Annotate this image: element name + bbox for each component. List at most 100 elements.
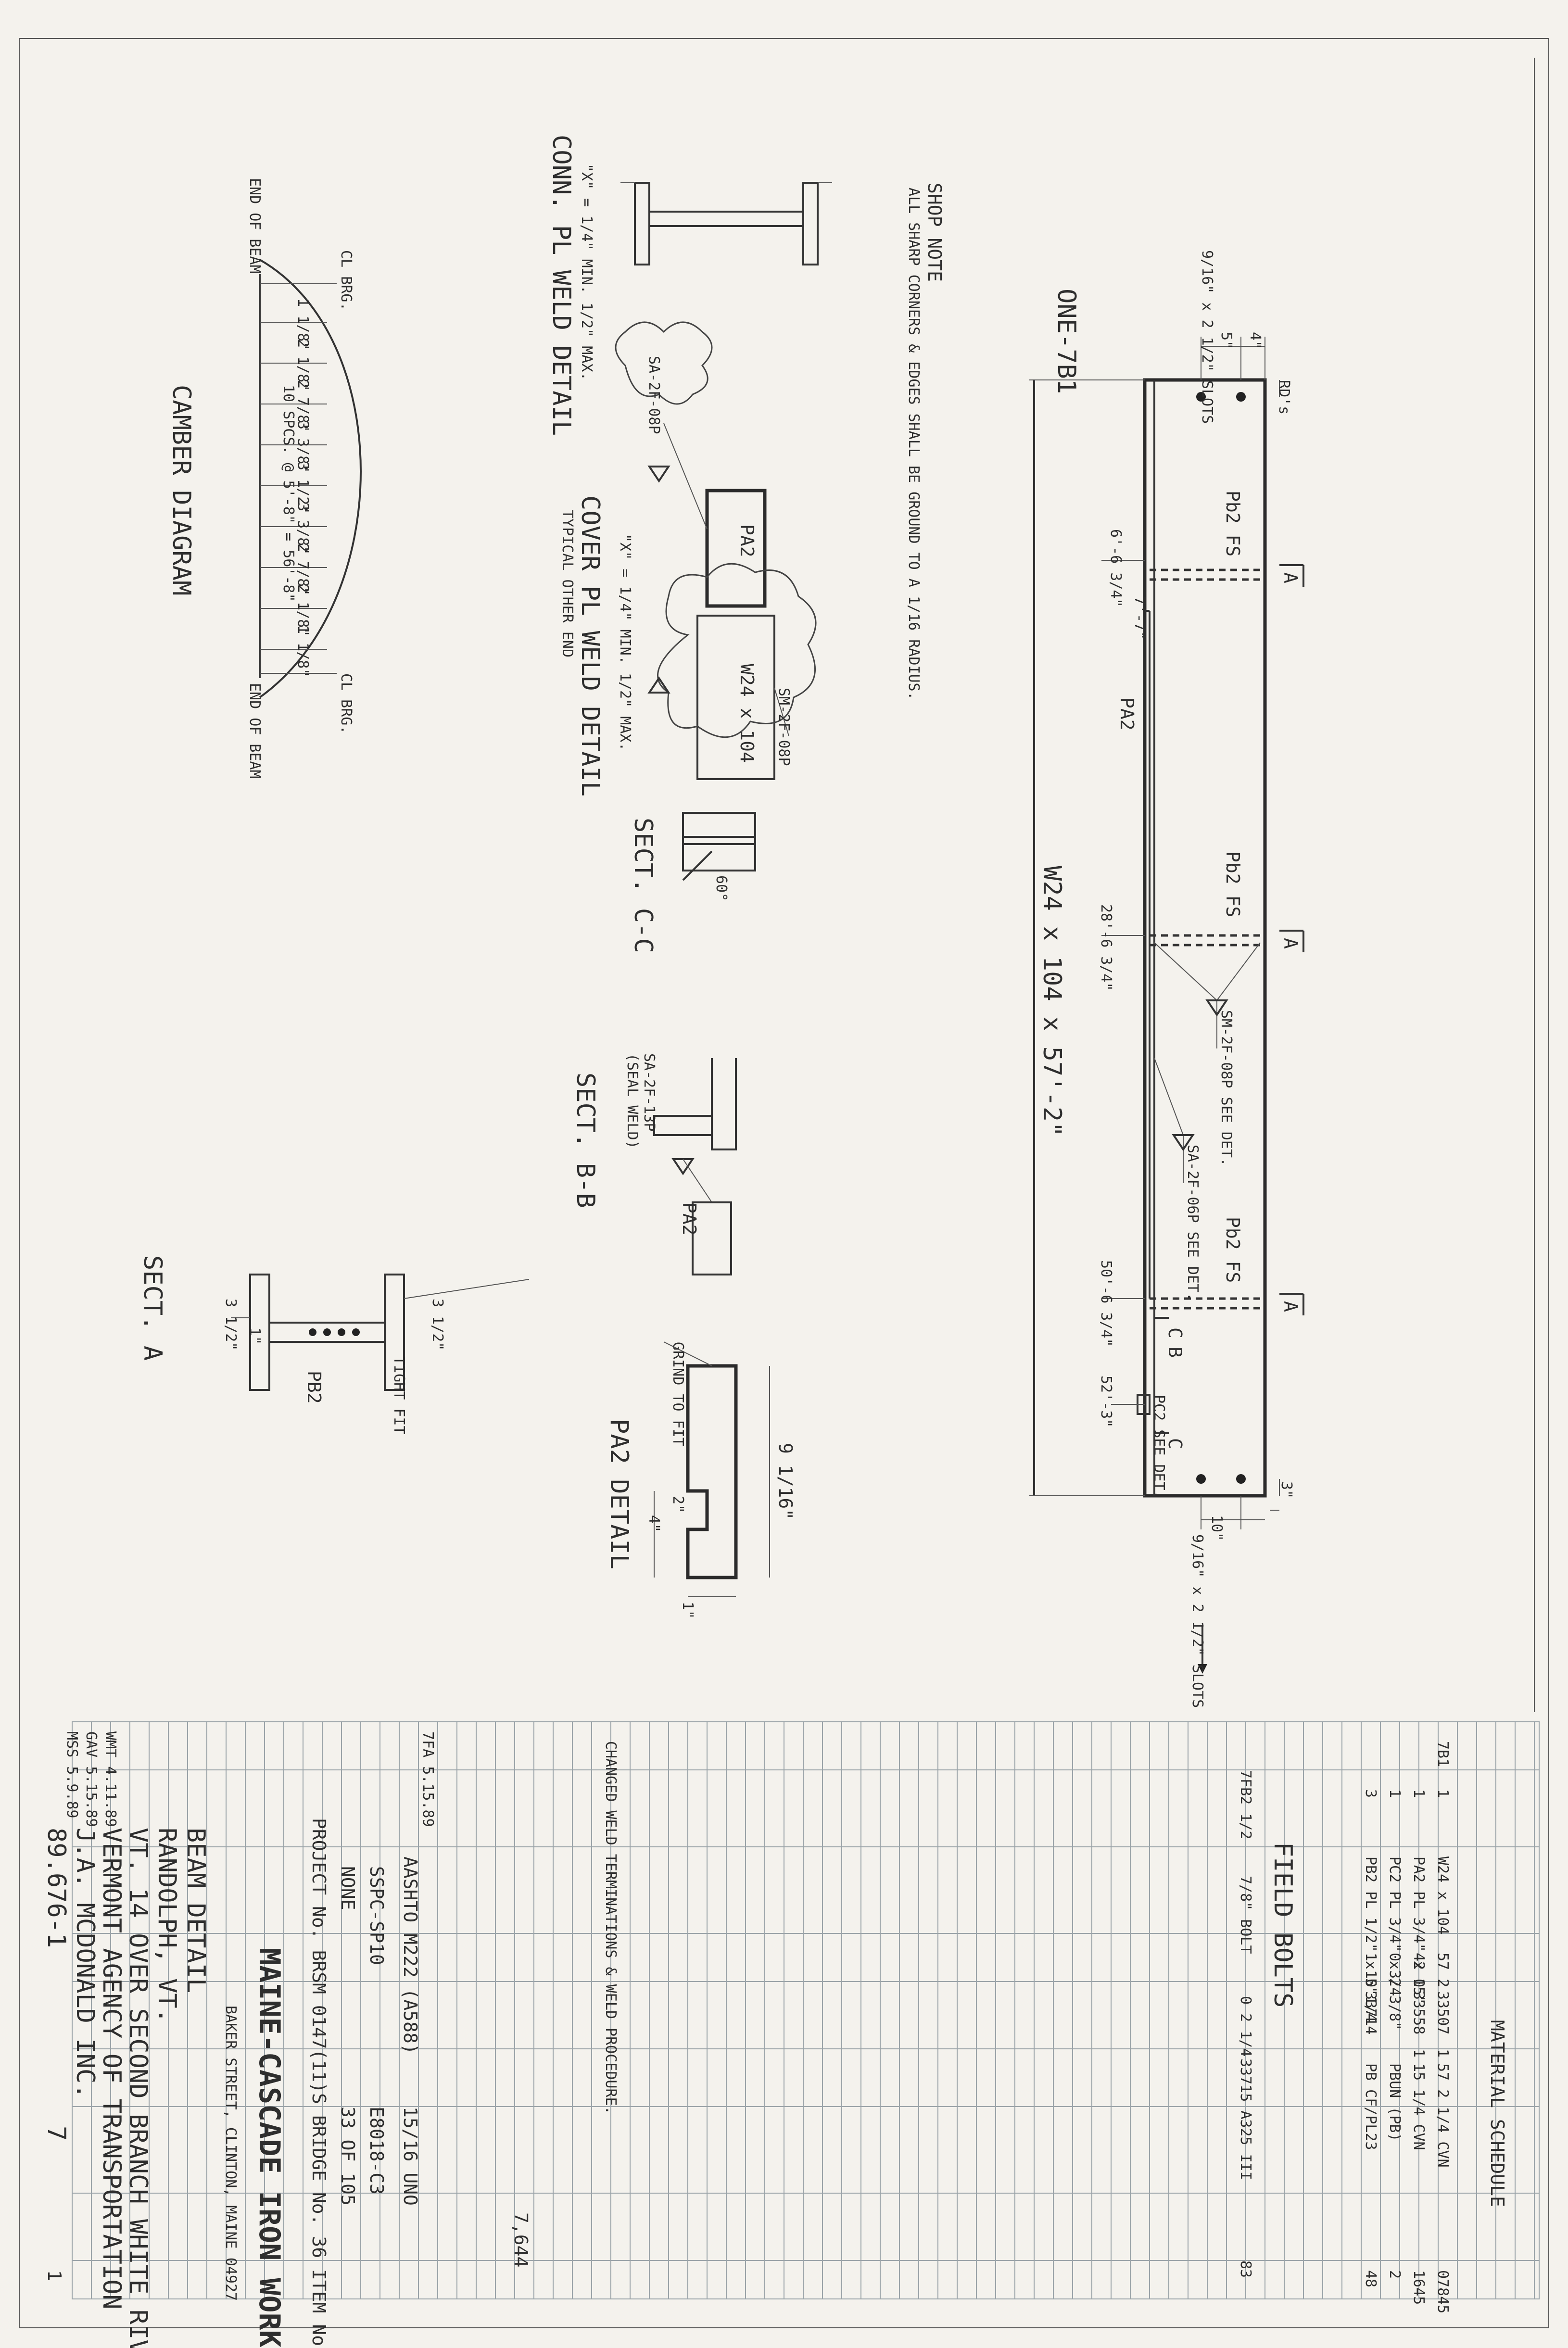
section-mark-c1: C [1164,1327,1186,1338]
camber-value: 3 3/8" [294,503,311,555]
material-note: 2 [1386,2270,1403,2279]
camber-value: 2 7/8" [294,380,311,432]
section-cc [682,812,756,881]
section-mark-a1: A [1280,572,1301,583]
pa2-label: PA2 [1116,697,1138,731]
bolt-note: 83 [1237,2260,1254,2278]
sect-a-d3: 3 1/2" [429,1299,446,1351]
cover-weld-detail [615,321,817,780]
camber-value: 2 1/8" [294,339,311,391]
conn-weld-title: CONN. PL WELD DETAIL [547,135,576,436]
material-pcs: 1 [1410,2049,1427,2058]
revision-note: CHANGED WELD TERMINATIONS & WELD PROCEDU… [602,1741,619,2115]
dim-3: 3" [1278,1481,1295,1499]
pb2-fs-2: Pb2 FS [1222,851,1243,917]
designer-name: VERMONT AGENCY OF TRANSPORTATION [97,1828,126,2310]
pa2-four: 4" [645,1515,662,1532]
material-len: 0 3/4 [1386,1953,1403,1996]
material-spec: AASHTO M222 (A588) [400,1856,421,2055]
sect-a-pb2: PB2 [303,1371,325,1404]
company-name: MAINE-CASCADE IRON WORKS [253,1948,286,2348]
camber-title: CAMBER DIAGRAM [167,385,196,595]
camber-end-bottom: END OF BEAM [246,683,263,779]
camber-value: 1 1/8" [294,298,311,350]
camber-value: 3 3/8" [294,421,311,473]
material-heat: 33714 [1362,1991,1379,2034]
cover-weld-sm: SM-2F-08P [775,688,792,766]
bolt-desc: 7/8" BOLT [1237,1876,1254,1954]
shop-note-title: SHOP NOTE [924,183,945,282]
material-qty: 3 [1362,1789,1379,1798]
material-len: 1 10 1/4 [1362,1953,1379,2022]
cover-weld-note: "X" = 1/4" MIN. 1/2" MAX. [617,534,633,751]
sect-a-tight: TIGHT FIT [391,1356,407,1435]
beam-outline [1143,378,1267,1498]
revision-number: 1 [44,2270,65,2281]
holes-spec: 15/16 UNO [400,2107,421,2206]
sect-bb-title: SECT. B-B [571,1073,600,1208]
dim-50-6: 50'-6 3/4" [1098,1260,1114,1347]
dim-52-3: 52'-3" [1098,1376,1114,1427]
sect-bb-weld: SA-2F-13P [641,1053,658,1132]
material-pcs: 1 [1434,2049,1451,2058]
bolt-len: 0 2 1/4 [1237,1996,1254,2057]
beam-length: W24 x 104 x 57'-2" [1037,866,1066,1137]
finish-spec: NONE [337,1866,358,1910]
project-name: RANDOLPH, VT. [152,1828,181,2023]
drawing-number: 7 [42,2126,71,2141]
camber-spacing: 10 SPCS. @ 5'-8" = 56'-8" [280,385,297,602]
pc2-see-detail: PC2 SEE DET. [1151,1395,1167,1499]
camber-end-top: END OF BEAM [246,178,263,274]
sect-a-title: SECT. A [138,1255,167,1361]
conn-weld-detail [620,182,832,265]
material-desc: W24 x 104 [1434,1856,1451,1935]
checked-by: GAV 5.15.89 [83,1731,100,1827]
material-note: 1645 [1410,2270,1427,2305]
slots-bottom: 9/16" x 2 1/2" SLOTS [1189,1534,1206,1708]
material-len: 42 0 [1410,1953,1427,1987]
cover-weld-title: COVER PL WELD DETAIL [576,495,605,796]
camber-diagram [259,259,362,698]
material-header: MATERIAL SCHEDULE [1487,2020,1508,2207]
sm-2f-08p-label: SM-2F-08P SEE DET. [1218,1010,1235,1166]
section-mark-a2: A [1280,938,1301,949]
material-schedule-grid [72,1721,1540,2299]
dim-7-7: 7'-7" [1131,596,1148,640]
material-grade: 57 2 1/4 CVN [1434,2063,1451,2168]
cover-weld-w24: W24 x 104 [736,664,758,763]
sect-bb-pa2: PA2 [679,1202,700,1236]
camber-cl-brg-top: CL BRG. [338,250,354,311]
pa2-two: 2" [670,1496,686,1513]
section-mark-a3: A [1280,1301,1301,1312]
material-qty: 1 [1410,1789,1427,1798]
field-bolts-title: FIELD BOLTS [1268,1842,1297,2007]
camber-cl-brg-bottom: CL BRG. [338,673,354,734]
material-desc: PC2 PL 3/4" x 2 3/8" [1386,1856,1403,2030]
section-mark-c2: C [1164,1438,1186,1449]
dim-28-6: 28'-6 3/4" [1098,904,1114,991]
pa2-grind: GRIND TO FIT [670,1342,686,1446]
material-qty: 1 [1434,1789,1451,1798]
camber-value: 3 1/2" [294,462,311,514]
camber-value: 2 7/8" [294,543,311,595]
material-grade: 15 1/4 CVN [1410,2063,1427,2150]
drawing-description: BEAM DETAIL [181,1828,210,1993]
material-desc: PB2 PL 1/2" x 5" [1362,1856,1379,1995]
material-len: 57 2 [1434,1953,1451,1987]
material-heat: 33558 [1410,1991,1427,2034]
sheet-border [19,38,1549,2328]
material-mark: 7B1 [1434,1741,1451,1767]
section-bb [653,1058,737,1275]
pa2-one: 1" [679,1602,696,1619]
material-grade: PBUN (PB) [1386,2063,1403,2142]
section-a [231,1274,530,1391]
material-note: 48 [1362,2270,1379,2287]
sheet-count: 33 OF 105 [337,2107,358,2206]
cover-weld-subtitle: TYPICAL OTHER END [559,510,576,657]
pa2-detail-title: PA2 DETAIL [605,1419,633,1569]
section-mark-b: B [1164,1347,1186,1358]
paint-spec: SSPC-SP10 [366,1866,387,1965]
drawn-by: WMT 4.11.89 [102,1731,119,1827]
dated: 7FA 5.15.89 [419,1731,436,1827]
